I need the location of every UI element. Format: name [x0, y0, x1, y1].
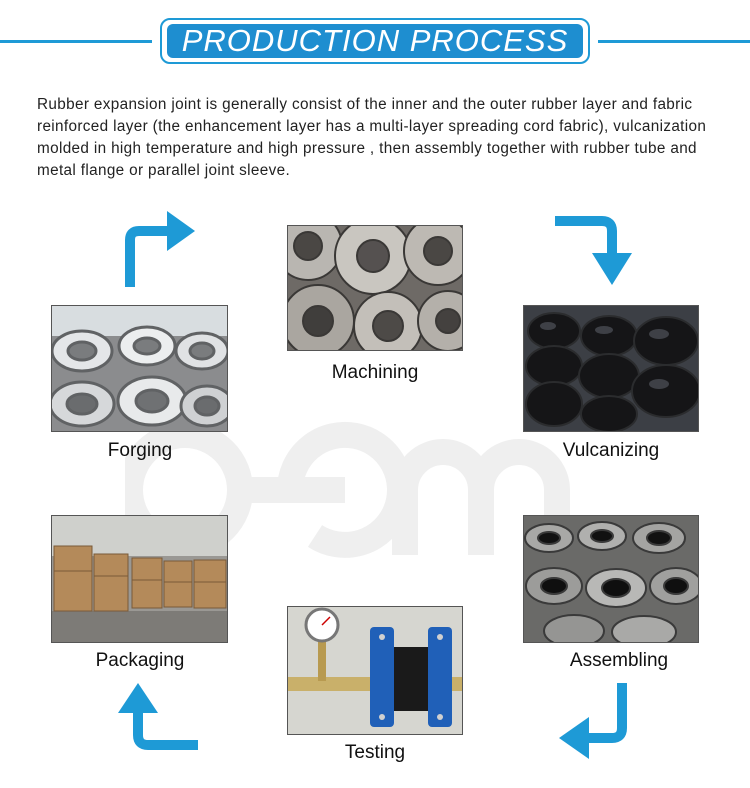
arrow-assembling-to-testing: [557, 683, 637, 765]
step-label-vulcanizing: Vulcanizing: [562, 440, 660, 461]
intro-paragraph: Rubber expansion joint is generally cons…: [37, 96, 707, 179]
arrow-forging-to-machining: [122, 205, 197, 290]
page-title: PRODUCTION PROCESS: [181, 23, 569, 58]
machining-photo: [287, 225, 463, 351]
banner-fill: [167, 24, 583, 58]
banner-frame: [160, 18, 590, 64]
header-line-right: [598, 40, 750, 43]
arrow-machining-to-vulcanizing: [555, 213, 640, 288]
step-label-packaging: Packaging: [95, 650, 185, 671]
vulcanizing-photo: [523, 305, 699, 432]
arrow-testing-to-packaging: [115, 680, 200, 755]
packaging-photo: [51, 515, 228, 643]
step-label-assembling: Assembling: [569, 650, 669, 671]
header-banner: PRODUCTION PROCESS: [160, 18, 590, 64]
step-label-testing: Testing: [344, 742, 406, 763]
header-line-left: [0, 40, 152, 43]
step-label-forging: Forging: [107, 440, 173, 461]
forging-photo: [51, 305, 228, 432]
assembling-photo: [523, 515, 699, 643]
testing-photo: [287, 606, 463, 735]
step-label-machining: Machining: [331, 362, 419, 383]
